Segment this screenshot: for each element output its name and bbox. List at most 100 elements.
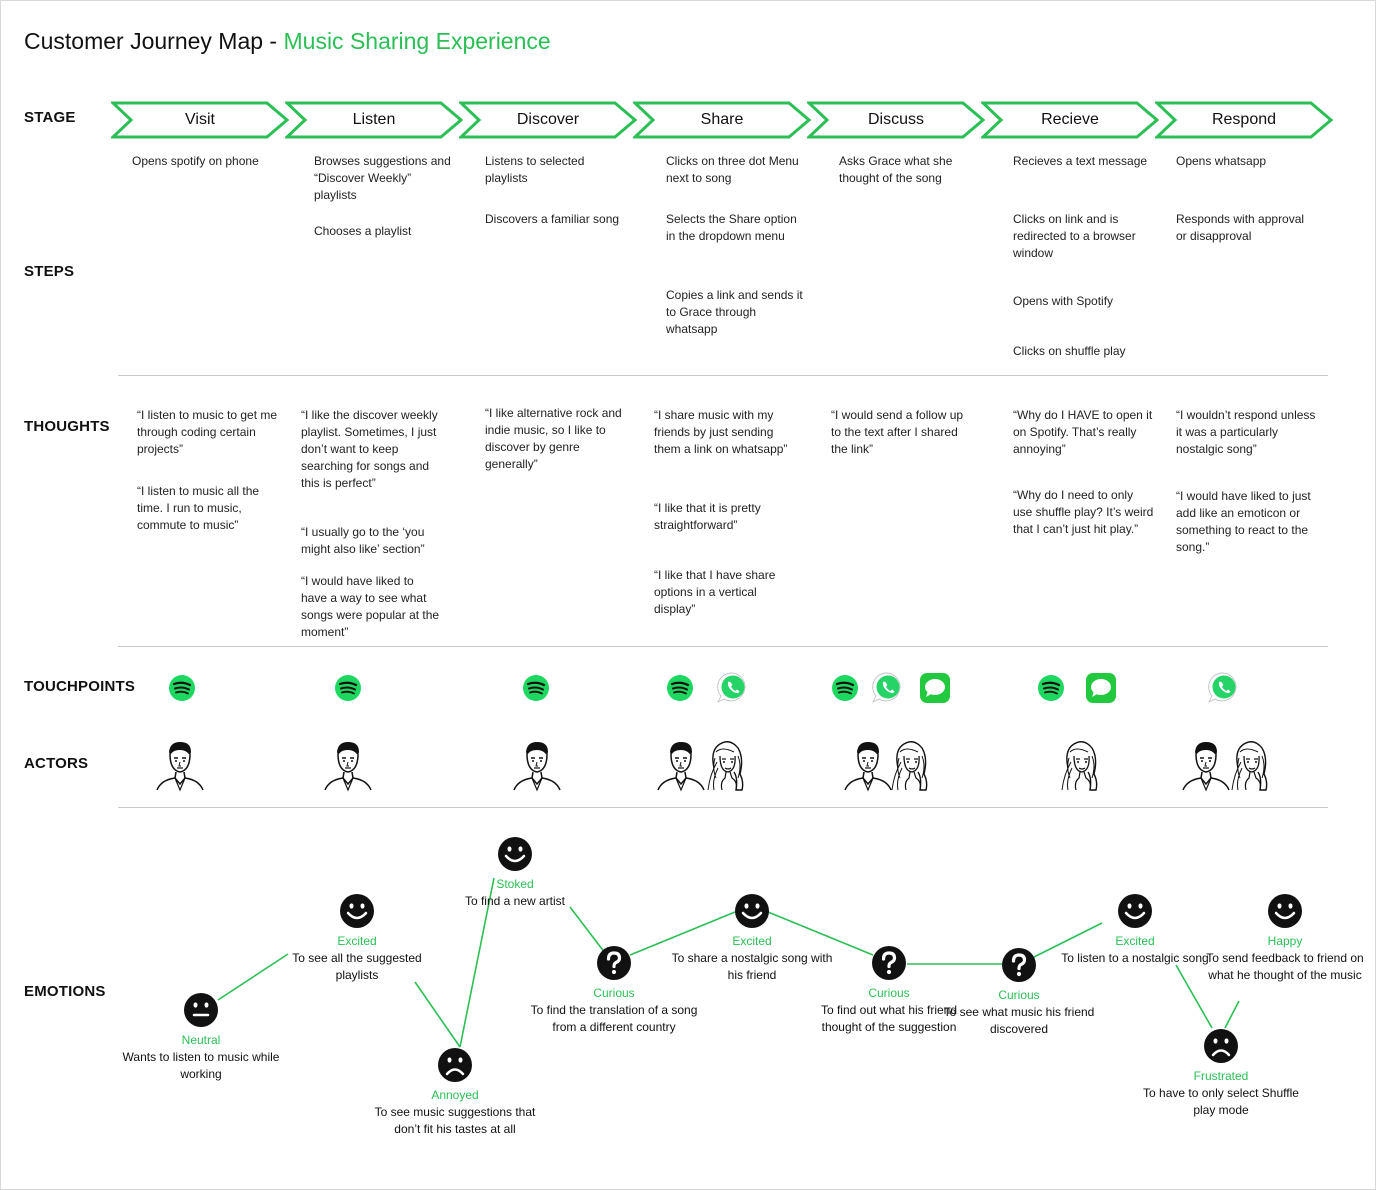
thought-quote: “I listen to music to get me through cod… <box>137 408 278 456</box>
stage-discover: Discover <box>459 101 638 139</box>
emotion-caption: Curious To find the translation of a song… <box>529 985 699 1036</box>
whatsapp-icon <box>1206 670 1242 711</box>
emotion-description: To send feedback to friend on what he th… <box>1206 951 1364 982</box>
emotion-name: Stoked <box>496 877 534 891</box>
emotion-description: To find the translation of a song from a… <box>530 1003 698 1034</box>
emotion-name: Curious <box>593 986 635 1000</box>
male-user-portrait <box>321 738 375 797</box>
whatsapp-icon <box>870 670 906 711</box>
emotion-sad-face-icon <box>436 1046 474 1089</box>
male-user-portrait <box>510 738 564 797</box>
thought-quote: “Why do I HAVE to open it on Spotify. Th… <box>1013 408 1153 456</box>
row-label-emotions: EMOTIONS <box>24 983 106 1000</box>
emotion-happy-face-icon <box>1266 892 1304 935</box>
emotion-name: Frustrated <box>1193 1069 1249 1083</box>
stage-chevron-shape <box>633 101 812 139</box>
spotify-icon <box>164 670 200 711</box>
messages-icon <box>917 670 953 711</box>
female-friend-portrait <box>1224 738 1278 797</box>
emotion-description: To find a new artist <box>464 894 566 908</box>
step-text: Recieves a text message <box>1013 154 1148 168</box>
step-text: Opens with Spotify <box>1013 294 1114 308</box>
row-label-stage: STAGE <box>24 109 76 126</box>
spotify-icon <box>518 670 554 711</box>
emotion-description: To have to only select Shuffle play mode <box>1143 1086 1299 1117</box>
thought-quote: “Why do I need to only use shuffle play?… <box>1013 488 1154 536</box>
divider-thoughts-touchpoints <box>118 646 1328 647</box>
title-accent: Music Sharing Experience <box>283 28 551 54</box>
emotion-question-face-icon <box>870 944 908 987</box>
stage-label: Respond <box>1211 111 1277 128</box>
emotion-description: To see what music his friend discovered <box>943 1005 1095 1036</box>
emotion-question-face-icon <box>1000 946 1038 989</box>
step-text: Clicks on link and is redirected to a br… <box>1013 212 1136 260</box>
stage-label: Visit <box>185 111 215 128</box>
step-text: Browses suggestions and “Discover Weekly… <box>314 154 451 202</box>
title-separator: - <box>263 28 284 54</box>
emotion-name: Happy <box>1267 934 1303 948</box>
emotion-name: Excited <box>1115 934 1155 948</box>
stage-label: Listen <box>352 111 396 128</box>
emotion-happy-face-icon <box>496 835 534 878</box>
step-text: Clicks on shuffle play <box>1013 344 1126 358</box>
thought-quote: “I listen to music all the time. I run t… <box>137 484 260 532</box>
stage-chevron-shape <box>285 101 464 139</box>
row-label-actors: ACTORS <box>24 755 89 772</box>
stage-label: Discover <box>516 111 580 128</box>
female-friend-portrait <box>884 738 938 797</box>
step-text: Selects the Share option in the dropdown… <box>666 212 797 243</box>
emotion-caption: Curious To see what music his friend disc… <box>934 987 1104 1038</box>
step-text: Opens whatsapp <box>1176 154 1267 168</box>
messages-icon <box>1083 670 1119 711</box>
stage-label: Share <box>700 111 744 128</box>
step-text: Opens spotify on phone <box>132 154 259 168</box>
emotion-question-face-icon <box>595 944 633 987</box>
stage-recieve: Recieve <box>981 101 1160 139</box>
spotify-icon <box>662 670 698 711</box>
thought-quote: “I like that I have share options in a v… <box>654 568 776 616</box>
step-text: Clicks on three dot Menu next to song <box>666 154 799 185</box>
whatsapp-icon <box>715 670 751 711</box>
emotion-happy-face-icon <box>338 892 376 935</box>
stage-share: Share <box>633 101 812 139</box>
emotion-name: Neutral <box>181 1033 221 1047</box>
thought-quote: “I wouldn’t respond unless it was a part… <box>1176 408 1316 456</box>
thought-quote: “I share music with my friends by just s… <box>654 408 788 456</box>
step-text: Asks Grace what she thought of the song <box>839 154 953 185</box>
emotion-neutral-face-icon <box>182 991 220 1034</box>
step-text: Discovers a familiar song <box>485 212 620 226</box>
thought-quote: “I would have liked to just add like an … <box>1176 489 1311 554</box>
thought-quote: “I like the discover weekly playlist. So… <box>301 408 438 490</box>
emotion-description: To listen to a nostalgic song <box>1061 951 1209 965</box>
stage-chevron-shape <box>807 101 986 139</box>
emotion-caption: Stoked To find a new artist <box>430 876 600 910</box>
stage-visit: Visit <box>111 101 290 139</box>
female-friend-portrait <box>1054 738 1108 797</box>
spotify-icon <box>330 670 366 711</box>
emotion-name: Excited <box>732 934 772 948</box>
emotion-caption: Excited To share a nostalgic song with hi… <box>667 933 837 984</box>
emotion-caption: Happy To send feedback to friend on what … <box>1200 933 1370 984</box>
emotion-description: To share a nostalgic song with his frien… <box>671 951 833 982</box>
spotify-icon <box>827 670 863 711</box>
divider-steps-thoughts <box>118 375 1328 376</box>
row-label-steps: STEPS <box>24 263 75 280</box>
thought-quote: “I would send a follow up to the text af… <box>831 408 964 456</box>
emotion-name: Excited <box>337 934 377 948</box>
emotion-name: Curious <box>998 988 1040 1002</box>
stage-chevron-shape <box>1155 101 1334 139</box>
step-text: Copies a link and sends it to Grace thro… <box>666 288 803 336</box>
male-user-portrait <box>654 738 708 797</box>
thought-quote: “I like that it is pretty straightforwar… <box>654 501 761 532</box>
thought-quote: “I like alternative rock and indie music… <box>485 406 622 471</box>
spotify-icon <box>1033 670 1069 711</box>
stage-label: Discuss <box>867 111 924 128</box>
emotion-sad-face-icon <box>1202 1027 1240 1070</box>
emotion-description: To see music suggestions that don’t fit … <box>374 1105 536 1136</box>
stage-chevron-shape <box>111 101 290 139</box>
row-label-touchpoints: TOUCHPOINTS <box>24 678 136 695</box>
stage-chevron-shape <box>981 101 1160 139</box>
